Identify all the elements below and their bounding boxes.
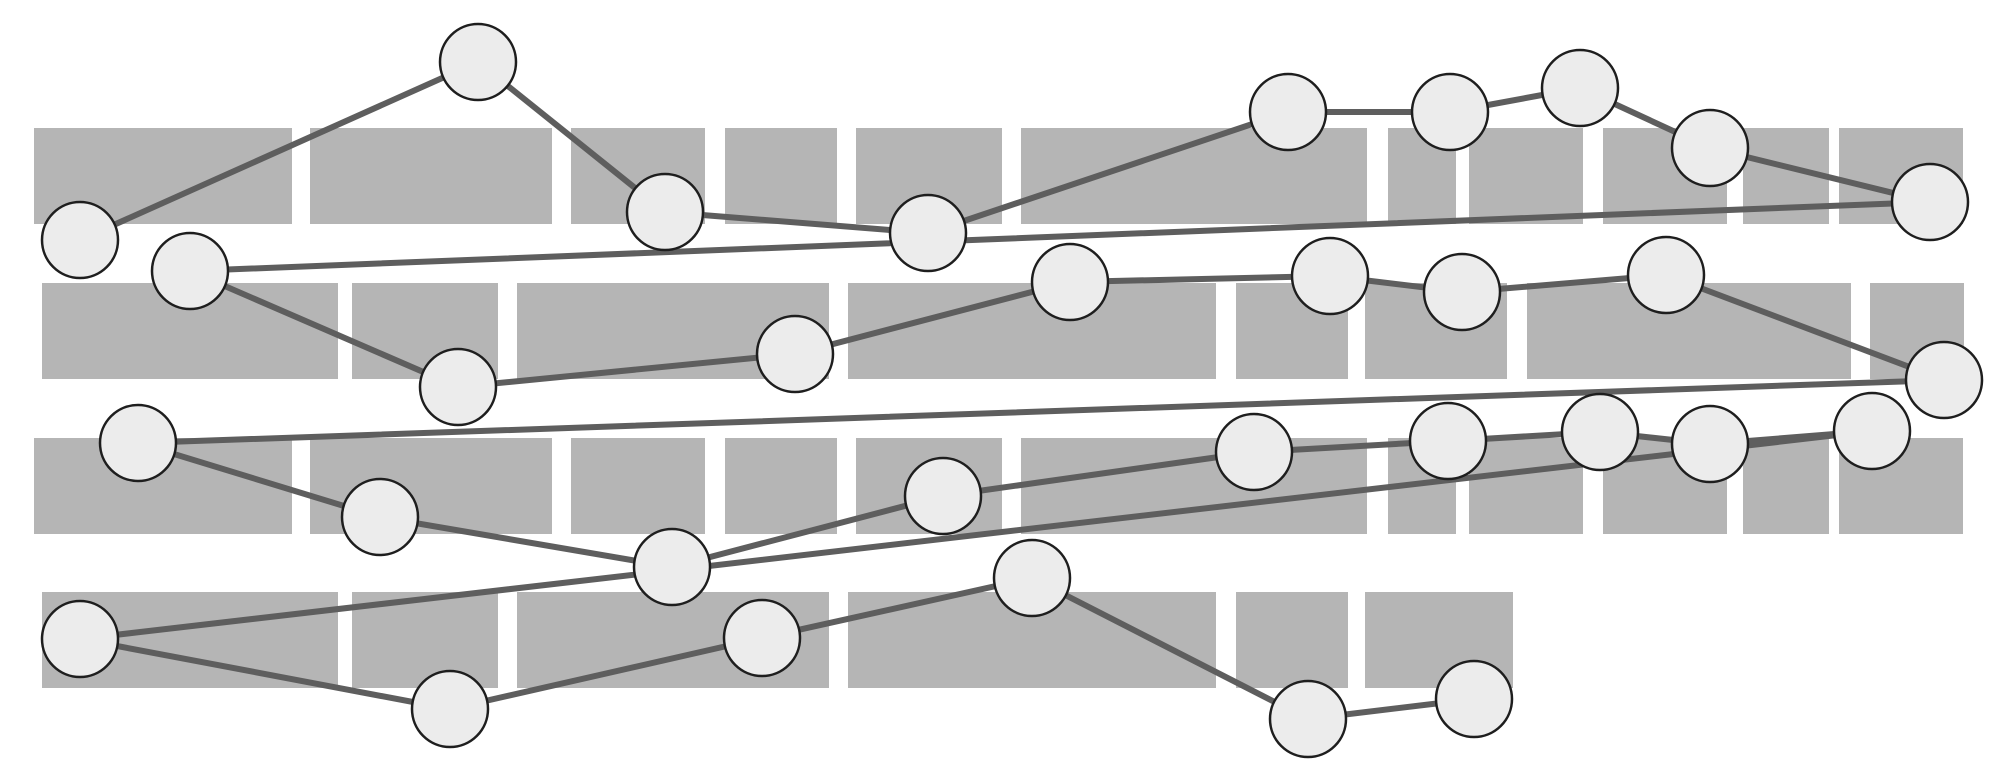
path-node-23 [1408,401,1488,481]
path-node-31 [1268,679,1348,759]
path-edge-11 [455,351,798,390]
path-node-4 [888,193,968,273]
path-edge-19 [377,514,675,570]
block-row3-4 [725,438,837,534]
block-row3-6 [1021,438,1367,534]
path-edge-26 [77,428,1875,642]
path-node-13 [1030,242,1110,322]
path-node-16 [1626,235,1706,315]
path-edge-3 [662,209,931,236]
block-row2-4 [848,283,1216,379]
path-node-14 [1290,236,1370,316]
path-edge-2 [475,59,668,215]
path-node-28 [410,669,490,749]
block-row1-8 [1469,128,1583,224]
path-edge-10 [187,268,461,390]
path-node-12 [755,314,835,394]
path-node-20 [632,527,712,607]
path-node-32 [1434,659,1514,739]
path-node-17 [1904,340,1984,420]
path-node-2 [438,22,518,102]
block-row1-4 [725,128,837,224]
path-edge-16 [1663,272,1947,383]
block-row4-5 [1236,592,1348,688]
path-edge-30 [1029,575,1311,722]
path-edge-28 [447,635,765,712]
path-node-9 [1890,162,1970,242]
path-node-18 [98,403,178,483]
path-node-30 [992,538,1072,618]
path-edge-18 [135,440,383,520]
block-row3-3 [571,438,705,534]
path-edge-1 [77,59,481,243]
path-node-26 [1832,391,1912,471]
path-edge-9 [187,199,1933,274]
path-node-7 [1540,48,1620,128]
path-edge-21 [940,449,1257,499]
path-node-29 [722,598,802,678]
path-edge-29 [759,575,1035,641]
path-edge-4 [925,109,1291,236]
path-node-6 [1410,72,1490,152]
path-edge-17 [135,377,1947,446]
path-edge-13 [1067,273,1333,285]
path-node-10 [150,231,230,311]
path-lines [77,59,1947,722]
path-node-1 [40,200,120,280]
path-node-15 [1422,252,1502,332]
path-nodes [40,22,1984,759]
block-row1-2 [310,128,552,224]
path-node-11 [418,347,498,427]
path-node-19 [340,477,420,557]
block-row4-2 [352,592,498,688]
path-node-27 [40,599,120,679]
path-edge-27 [77,636,453,712]
block-row3-10 [1743,438,1829,534]
path-node-25 [1670,404,1750,484]
path-node-8 [1670,108,1750,188]
block-row3-8 [1469,438,1583,534]
path-edge-12 [792,279,1073,357]
path-edge-20 [669,493,946,570]
path-node-21 [903,456,983,536]
path-node-22 [1214,412,1294,492]
path-node-5 [1248,72,1328,152]
path-node-3 [625,172,705,252]
path-node-24 [1560,392,1640,472]
